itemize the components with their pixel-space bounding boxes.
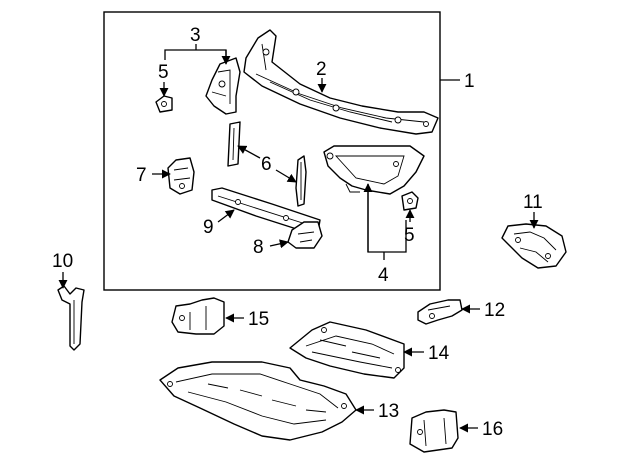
part-12-bracket[interactable]: [417, 299, 463, 325]
part-6-brace-left[interactable]: [227, 121, 241, 167]
part-10-bracket[interactable]: [57, 285, 85, 351]
callout-10: 10: [52, 251, 73, 272]
part-9-lower-member[interactable]: [211, 187, 321, 233]
part-15-shield[interactable]: [171, 297, 225, 335]
part-5-clip-lower[interactable]: [401, 191, 419, 211]
callout-13: 13: [378, 401, 399, 422]
assembly-frame: [103, 11, 441, 291]
callout-1: 1: [464, 71, 475, 92]
callout-14: 14: [428, 343, 450, 364]
callout-4: 4: [378, 265, 389, 286]
part-6-brace-right[interactable]: [295, 155, 307, 207]
part-11-shield[interactable]: [501, 223, 567, 269]
part-16-bracket[interactable]: [409, 409, 459, 453]
part-5-clip-upper[interactable]: [155, 95, 173, 113]
callout-9: 9: [203, 217, 214, 238]
part-3-bracket[interactable]: [205, 57, 241, 115]
part-13-under-cover[interactable]: [159, 361, 357, 441]
callout-3: 3: [190, 25, 201, 46]
part-4-side-member[interactable]: [323, 145, 425, 195]
callout-12: 12: [484, 300, 505, 321]
part-14-under-cover[interactable]: [289, 321, 405, 379]
callout-5-lower: 5: [404, 225, 415, 246]
part-2-upper-support[interactable]: [243, 29, 439, 135]
callout-5-upper: 5: [158, 62, 169, 83]
part-7-bracket[interactable]: [167, 157, 195, 195]
callout-16: 16: [482, 419, 503, 440]
callout-2: 2: [316, 59, 327, 80]
callout-7: 7: [136, 165, 147, 186]
callout-15: 15: [248, 309, 269, 330]
callout-6: 6: [261, 154, 272, 175]
callout-8: 8: [253, 237, 264, 258]
leader-lines: [58, 44, 539, 433]
part-8-bracket[interactable]: [287, 221, 323, 249]
callout-11: 11: [523, 192, 543, 213]
